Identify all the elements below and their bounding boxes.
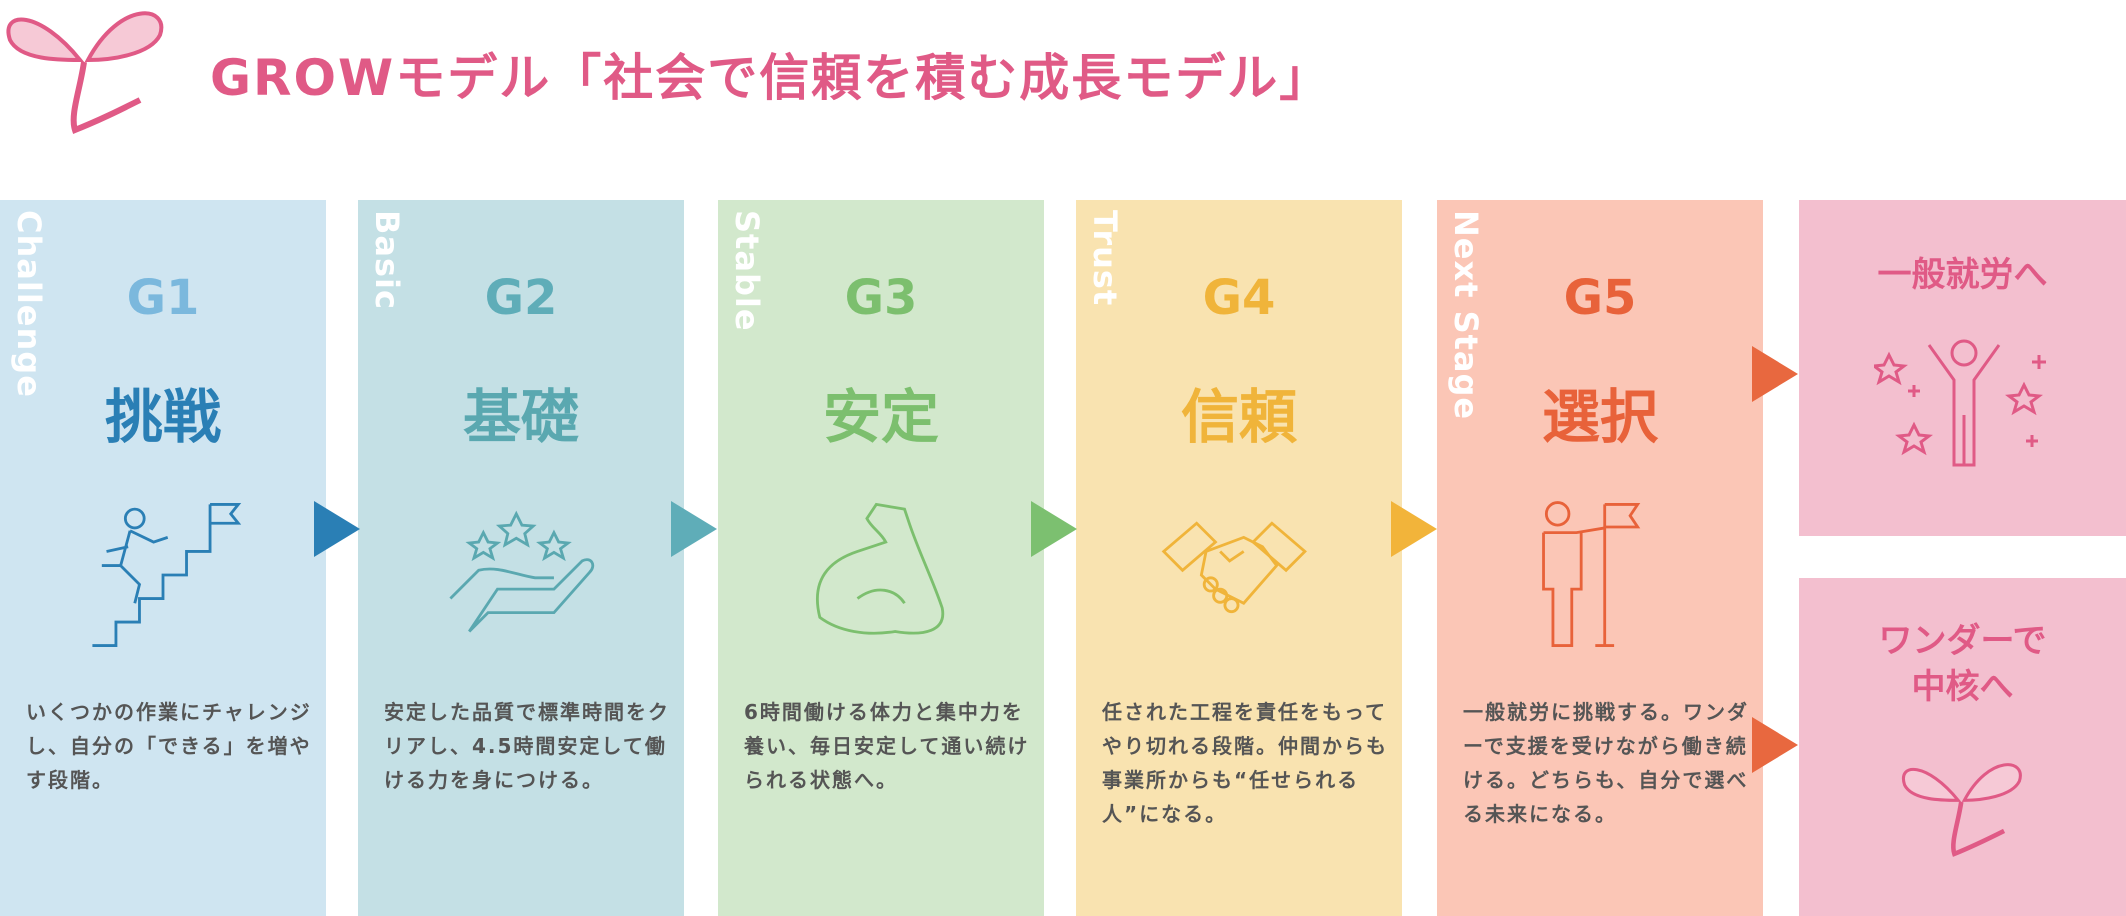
stage-name: 基礎: [462, 383, 579, 451]
hand-stars-icon: [449, 510, 595, 633]
progress-arrow-icon: [1031, 501, 1077, 557]
progress-arrow-icon: [671, 501, 717, 557]
stage-code: G1: [126, 270, 200, 326]
stage-english-label: Trust: [1086, 210, 1124, 307]
stage-english-label: Basic: [368, 210, 406, 310]
stage-g1: Challenge G1 挑戦 いくつかの作業にチャレンジし、自分の「できる」を…: [0, 200, 326, 916]
stage-g2: Basic G2 基礎 安定した品質で標準時間をクリアし、4.5時間安定して働け…: [358, 200, 684, 916]
celebrating-person-icon: [1874, 339, 2046, 467]
outcome-general-employment: 一般就労へ: [1799, 200, 2126, 536]
stage-description: 一般就労に挑戦する。ワンダーで支援を受けながら働き続ける。どちらも、自分で選べる…: [1463, 700, 1749, 826]
sprout-logo-icon: [1901, 763, 2022, 857]
outcome-label: 一般就労へ: [1877, 255, 2048, 295]
stage-g3: Stable G3 安定 6時間働ける体力と集中力を養い、毎日安定して通い続けら…: [718, 200, 1044, 916]
stage-name: 信頼: [1180, 383, 1297, 451]
page-title: GROWモデル「社会で信頼を積む成長モデル」: [210, 49, 1332, 107]
outcome-label: ワンダーで 中核へ: [1878, 621, 2047, 707]
person-flag-icon: [1542, 501, 1641, 647]
stairs-flag-icon: [92, 503, 242, 647]
stage-name: 選択: [1541, 383, 1658, 451]
progress-arrow-icon: [1752, 346, 1798, 402]
stage-name: 安定: [822, 383, 939, 451]
stage-g4: Trust G4 信頼 任された工程を責任をもってやり切れる段階。仲間からも事業…: [1076, 200, 1402, 916]
stage-english-label: Challenge: [10, 210, 48, 398]
muscle-arm-icon: [816, 502, 945, 635]
stage-description: 任された工程を責任をもってやり切れる段階。仲間からも事業所からも“任せられる人”…: [1102, 700, 1388, 826]
outcome-wonder-core: ワンダーで 中核へ: [1799, 578, 2126, 916]
progress-arrow-icon: [1752, 717, 1798, 773]
stage-g5: Next Stage G5 選択 一般就労に挑戦する。ワンダーで支援を受けながら…: [1437, 200, 1763, 916]
stage-code: G2: [484, 270, 558, 326]
stage-code: G4: [1202, 270, 1276, 326]
stage-english-label: Stable: [728, 210, 766, 332]
stage-code: G3: [844, 270, 918, 326]
stage-english-label: Next Stage: [1447, 210, 1485, 421]
sprout-logo-icon: [6, 11, 164, 134]
stage-code: G5: [1563, 270, 1637, 326]
stage-description: いくつかの作業にチャレンジし、自分の「できる」を増やす段階。: [26, 700, 312, 792]
handshake-icon: [1161, 521, 1307, 614]
progress-arrow-icon: [1391, 501, 1437, 557]
stage-description: 6時間働ける体力と集中力を養い、毎日安定して通い続けられる状態へ。: [744, 700, 1030, 792]
stage-description: 安定した品質で標準時間をクリアし、4.5時間安定して働ける力を身につける。: [384, 700, 670, 792]
stage-name: 挑戦: [104, 383, 221, 451]
progress-arrow-icon: [314, 501, 360, 557]
